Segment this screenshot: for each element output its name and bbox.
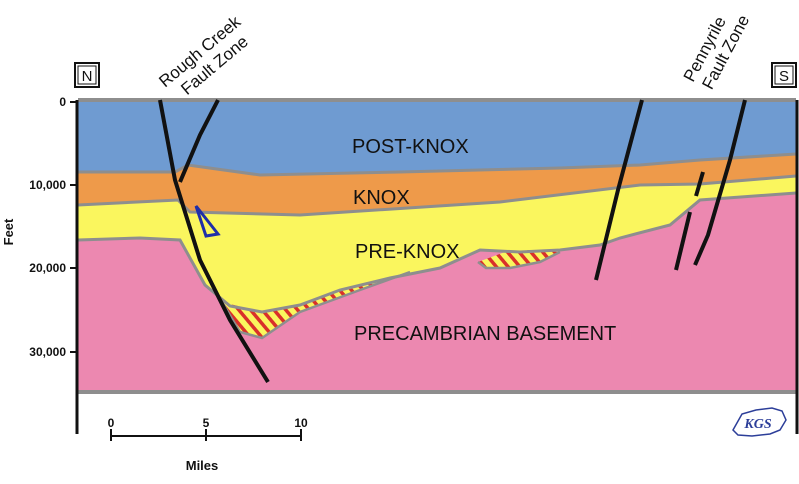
north-box bbox=[74, 62, 100, 88]
post-knox-layer bbox=[78, 100, 796, 175]
rough-creek-fault-label: Rough Creek Fault Zone bbox=[155, 12, 252, 99]
scale-bar-title: Miles bbox=[186, 458, 219, 473]
scale-bar-label-10: 10 bbox=[294, 416, 308, 430]
pre-knox-layer bbox=[78, 176, 796, 312]
north-label: N bbox=[82, 68, 93, 85]
pennyrile-fault-4 bbox=[694, 171, 705, 197]
scale-bar-label-0: 0 bbox=[108, 416, 115, 430]
knox-layer bbox=[78, 154, 796, 215]
basement-label: PRECAMBRIAN BASEMENT bbox=[354, 323, 616, 345]
kgs-logo-text: KGS bbox=[743, 417, 771, 432]
depth-tick-label-20000: 20,000 bbox=[29, 261, 66, 275]
kentucky-outline-icon bbox=[732, 407, 787, 437]
pre-knox-basement-contact bbox=[77, 191, 797, 314]
north-box-inner bbox=[77, 65, 97, 85]
south-label: S bbox=[779, 68, 789, 85]
pennyrile-fault-1 bbox=[594, 99, 644, 281]
scale-bar-label-5: 5 bbox=[203, 416, 210, 430]
depth-axis-title: Feet bbox=[1, 218, 16, 245]
post-knox-label: POST-KNOX bbox=[352, 136, 469, 158]
hatched-pre-knox-zone-ridge bbox=[478, 250, 560, 268]
depth-tick-label-0: 0 bbox=[59, 95, 66, 109]
pre-knox-label: PRE-KNOX bbox=[355, 241, 459, 263]
post-knox-knox-contact bbox=[78, 152, 797, 177]
rough-creek-branch-fault bbox=[178, 99, 220, 183]
ridge-lower-contact bbox=[477, 250, 561, 270]
hatched-zone-lower-contact bbox=[220, 270, 411, 340]
pennyrile-fault-2 bbox=[693, 99, 747, 266]
depth-tick-label-30000: 30,000 bbox=[29, 345, 66, 359]
triangle-marker-icon bbox=[194, 205, 221, 238]
kgs-logo: KGS bbox=[732, 407, 787, 437]
pennyrile-fault-3 bbox=[674, 211, 692, 271]
rough-creek-main-fault bbox=[158, 99, 270, 384]
pennyrile-fault-label: Pennyrile Fault Zone bbox=[680, 12, 754, 93]
depth-tick-label-10000: 10,000 bbox=[29, 178, 66, 192]
south-box-inner bbox=[774, 65, 794, 85]
knox-label: KNOX bbox=[353, 187, 410, 209]
south-box bbox=[771, 62, 797, 88]
